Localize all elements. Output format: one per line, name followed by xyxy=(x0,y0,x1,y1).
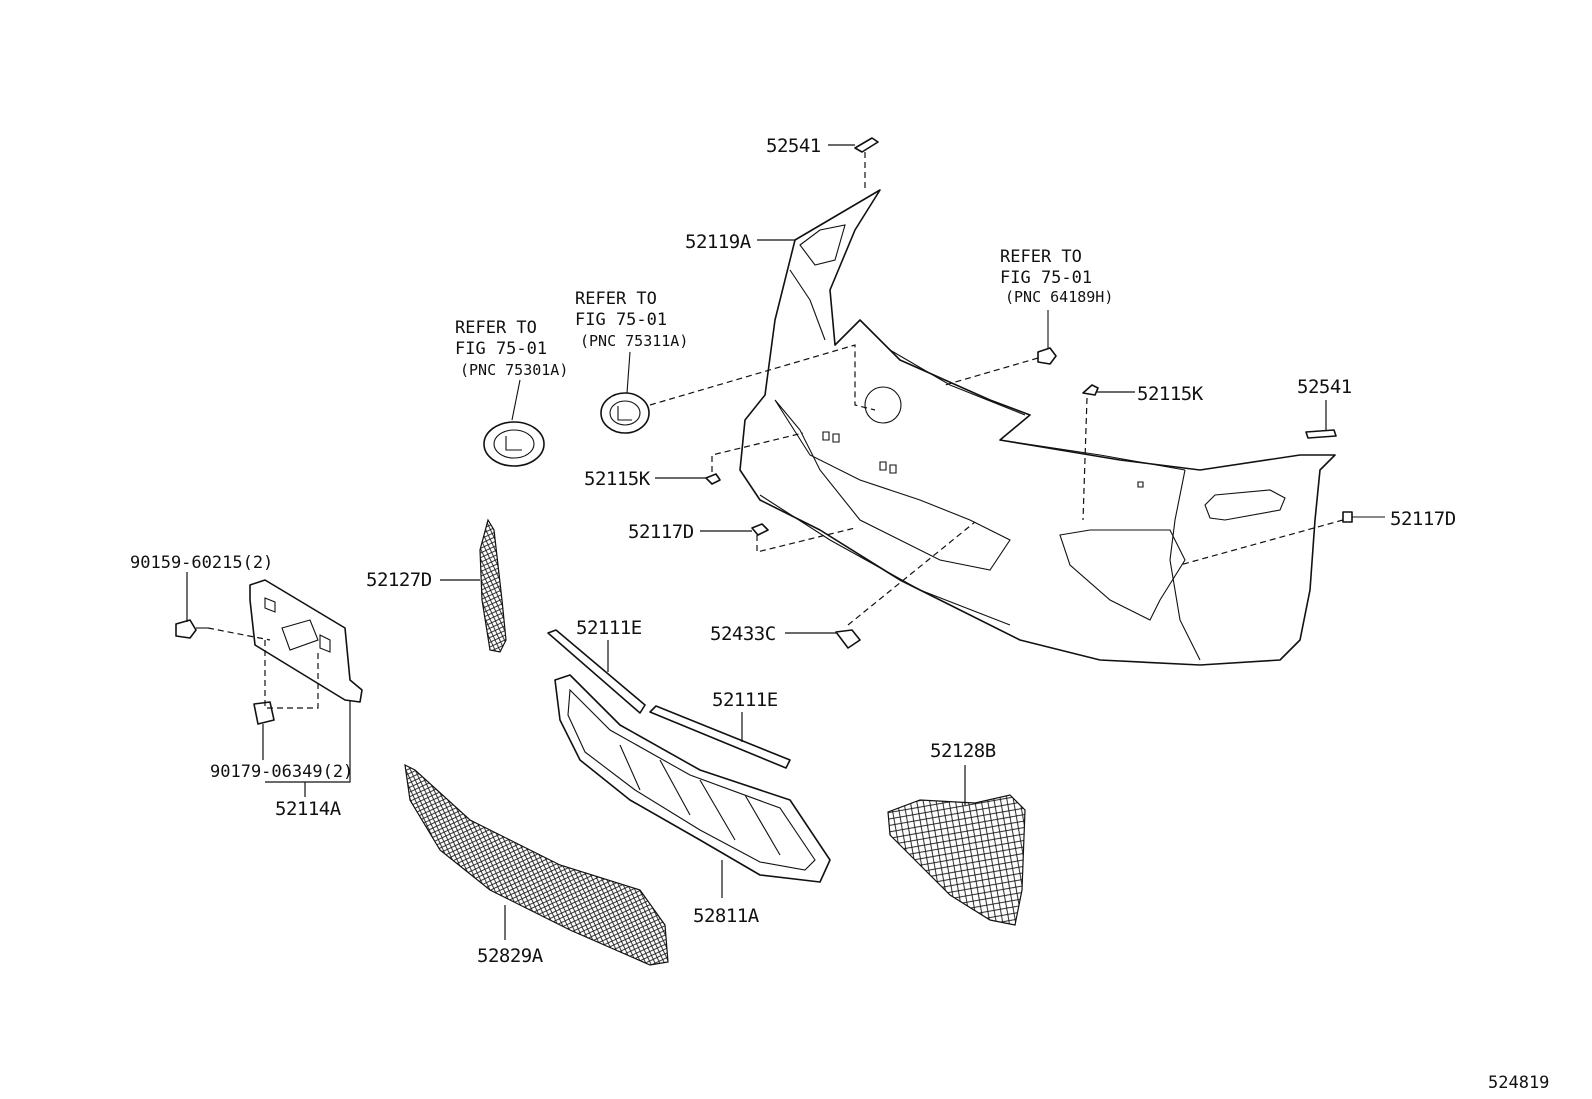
clip-52541-right[interactable] xyxy=(1305,429,1337,439)
refer-left-line2: FIG 75-01 xyxy=(455,339,547,359)
label-52433C: 52433C xyxy=(710,623,776,645)
refer-mid-line3: (PNC 75311A) xyxy=(580,332,688,350)
refer-right-line2: FIG 75-01 xyxy=(1000,268,1092,288)
dashed-link-52117D-right xyxy=(1179,519,1344,566)
leader-52114A-bracket xyxy=(265,700,351,783)
label-52117D-left: 52117D xyxy=(628,521,694,543)
figure-number: 524819 xyxy=(1488,1073,1549,1093)
lower-mesh-52829A[interactable] xyxy=(404,763,669,966)
side-mesh-52128B[interactable] xyxy=(887,794,1026,926)
label-52114A: 52114A xyxy=(275,798,342,820)
dashed-bracket-box xyxy=(264,640,319,709)
emblem-75311A[interactable] xyxy=(600,351,650,434)
dashed-link-75311A xyxy=(649,344,876,411)
moulding-52111E-b[interactable] xyxy=(649,705,791,769)
dashed-link-52115K-left xyxy=(711,432,804,472)
dashed-link-52117D-left xyxy=(756,527,856,553)
clip-52117D-left[interactable] xyxy=(751,523,769,536)
label-52117D-right: 52117D xyxy=(1390,508,1456,530)
dashed-link-90159 xyxy=(207,627,271,641)
dashed-link-64189H xyxy=(944,357,1039,386)
label-52111E-a: 52111E xyxy=(576,617,642,639)
retainer-52115K-right[interactable] xyxy=(1082,384,1099,396)
refer-right-line3: (PNC 64189H) xyxy=(1005,288,1113,306)
dashed-link-52433C xyxy=(847,521,976,626)
refer-left-line3: (PNC 75301A) xyxy=(460,361,568,379)
nut-90179[interactable] xyxy=(253,701,275,725)
dashed-link-52115K-right xyxy=(1082,397,1088,521)
label-52829A: 52829A xyxy=(477,945,544,967)
label-52111E-b: 52111E xyxy=(712,689,778,711)
lower-grille-frame-52811A[interactable] xyxy=(554,674,831,883)
label-52119A: 52119A xyxy=(685,231,752,253)
clip-52117D-right[interactable] xyxy=(1342,511,1385,523)
label-52127D: 52127D xyxy=(366,569,432,591)
bumper-cover-52119A[interactable] xyxy=(739,189,1336,666)
label-52115K-right: 52115K xyxy=(1137,383,1204,405)
emblem-75301A[interactable] xyxy=(483,379,545,467)
bolt-90159[interactable] xyxy=(175,619,208,639)
retainer-52115K-left[interactable] xyxy=(705,473,721,485)
grille-mesh-52127D[interactable] xyxy=(479,518,507,653)
license-bracket-52114A[interactable] xyxy=(249,579,363,703)
refer-left-line1: REFER TO xyxy=(455,318,537,338)
bracket-52433C[interactable] xyxy=(835,629,861,649)
refer-mid-line1: REFER TO xyxy=(575,289,657,309)
label-52541-top: 52541 xyxy=(766,135,821,157)
label-90179: 90179-06349(2) xyxy=(210,762,353,782)
refer-right-line1: REFER TO xyxy=(1000,247,1082,267)
label-90159: 90159-60215(2) xyxy=(130,553,273,573)
bolt-64189H[interactable] xyxy=(1037,310,1057,365)
label-52811A: 52811A xyxy=(693,905,760,927)
label-52115K-left: 52115K xyxy=(584,468,651,490)
clip-52541-top[interactable] xyxy=(854,137,879,153)
refer-mid-line2: FIG 75-01 xyxy=(575,310,667,330)
moulding-52111E-a[interactable] xyxy=(547,629,646,714)
label-52128B: 52128B xyxy=(930,740,996,762)
label-52541-right: 52541 xyxy=(1297,376,1352,398)
